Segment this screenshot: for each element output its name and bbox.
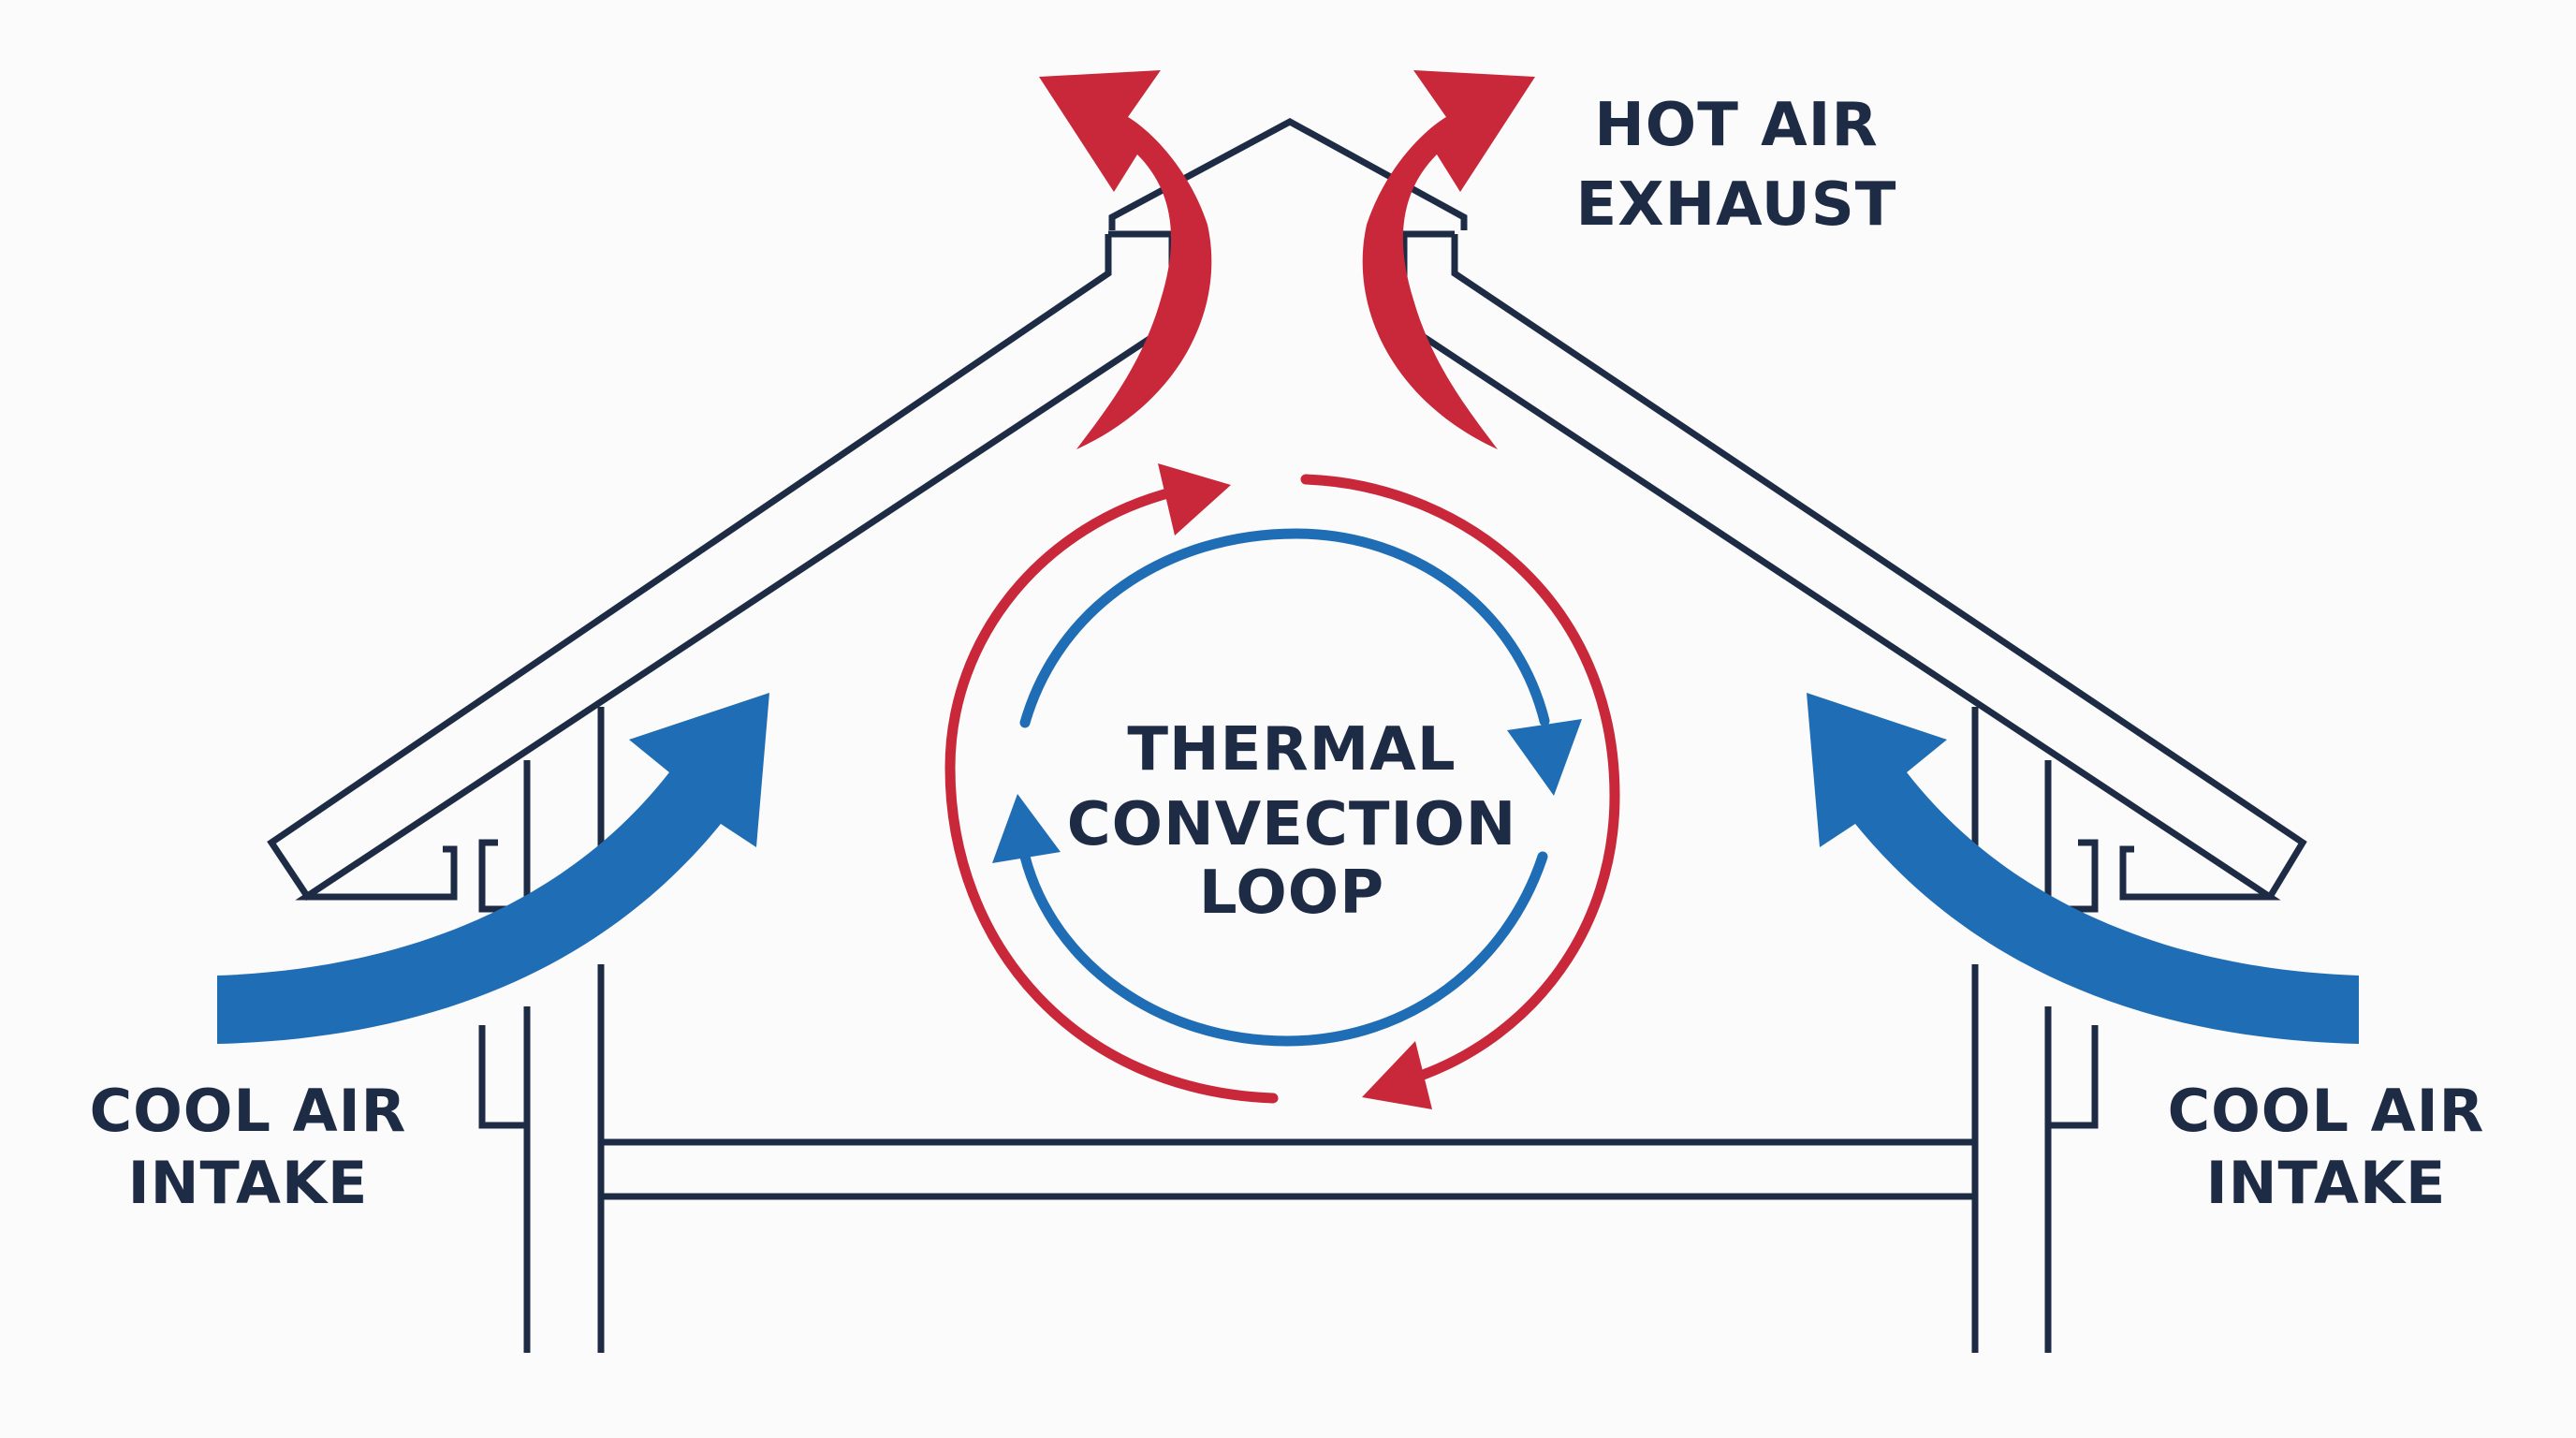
hot-exhaust-label-line1: HOT AIR — [1594, 91, 1879, 160]
convection-loop — [944, 463, 1620, 1109]
labels: HOT AIR EXHAUST COOL AIR INTAKE COOL AIR… — [90, 91, 2485, 1217]
cool-intake-left-label-line1: COOL AIR — [90, 1077, 407, 1145]
left-wall-outer — [478, 1025, 531, 1353]
right-exhaust-arrow — [1362, 70, 1535, 449]
right-wall-inner — [1971, 964, 2052, 1353]
cool-intake-left-label-line2: INTAKE — [128, 1149, 369, 1217]
loop-red-right-arc — [1300, 474, 1620, 1082]
right-roof-slab — [1400, 230, 2307, 901]
attic-floor — [597, 1138, 1979, 1200]
loop-blue-top-head — [1507, 719, 1582, 796]
hot-exhaust-arrows — [1039, 70, 1535, 449]
cool-intake-icon — [217, 693, 2359, 1044]
left-exhaust-arrow — [1039, 70, 1212, 449]
house-outline — [267, 118, 2307, 1353]
right-wall-outer — [2044, 1025, 2099, 1353]
loop-label-line2: CONVECTION — [1067, 790, 1517, 859]
cool-intake-right-label-line1: COOL AIR — [2168, 1077, 2485, 1145]
loop-icon — [944, 463, 1620, 1109]
loop-red-right-head — [1362, 1041, 1432, 1109]
loop-red-left-arc — [944, 486, 1279, 1104]
left-wall-inner — [523, 964, 605, 1353]
cool-intake-right-label-line2: INTAKE — [2206, 1149, 2447, 1217]
loop-blue-bottom-head — [992, 794, 1061, 863]
loop-red-left-head — [1158, 463, 1231, 536]
hot-exhaust-icon — [1039, 70, 1535, 449]
loop-label-line1: THERMAL — [1127, 715, 1456, 785]
loop-blue-bottom-arc — [1019, 851, 1548, 1047]
loop-blue-top-arc — [1019, 528, 1550, 728]
cool-intake-arrows — [217, 693, 2359, 1044]
ridge-vent-cap — [1108, 118, 1468, 230]
hot-exhaust-label-line2: EXHAUST — [1576, 170, 1897, 240]
loop-label-line3: LOOP — [1199, 858, 1384, 928]
left-intake-arrow — [217, 693, 769, 1044]
right-intake-arrow — [1807, 693, 2359, 1044]
